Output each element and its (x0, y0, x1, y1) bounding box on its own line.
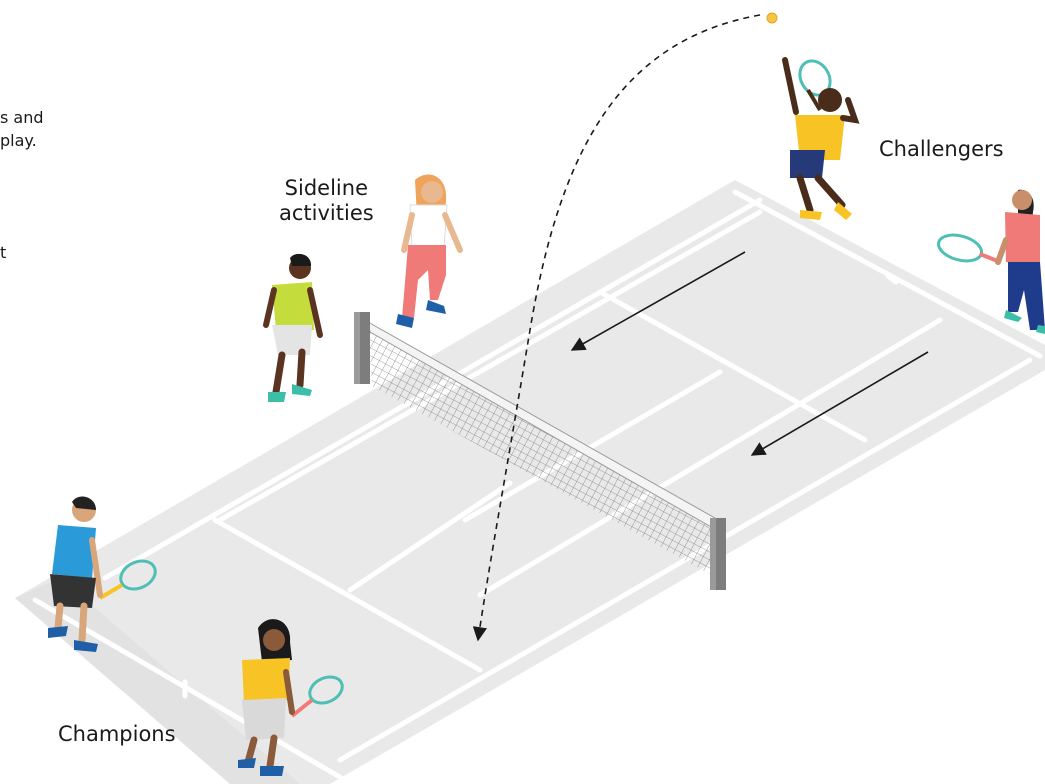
player-server (782, 57, 860, 220)
cutoff-text-line-2: play. (0, 131, 37, 150)
tennis-net (354, 312, 726, 590)
cutoff-text-line-1: s and (0, 108, 44, 127)
player-sideline-boy (263, 253, 323, 402)
cutoff-text-line-3: t (0, 243, 7, 262)
player-champion-front (238, 619, 344, 776)
dashed-trajectory-arrow (472, 14, 761, 642)
tennis-ball-icon (766, 12, 778, 24)
direction-arrow (750, 351, 929, 456)
player-challenger-right (937, 189, 1045, 334)
challengers-label: Challengers (879, 137, 1004, 161)
champions-label: Champions (58, 722, 176, 746)
direction-arrow (570, 251, 746, 351)
tennis-court (15, 180, 1045, 784)
player-champion-left (48, 496, 157, 652)
sideline-activities-label: Sideline activities (279, 176, 374, 225)
player-sideline-girl (396, 174, 463, 328)
